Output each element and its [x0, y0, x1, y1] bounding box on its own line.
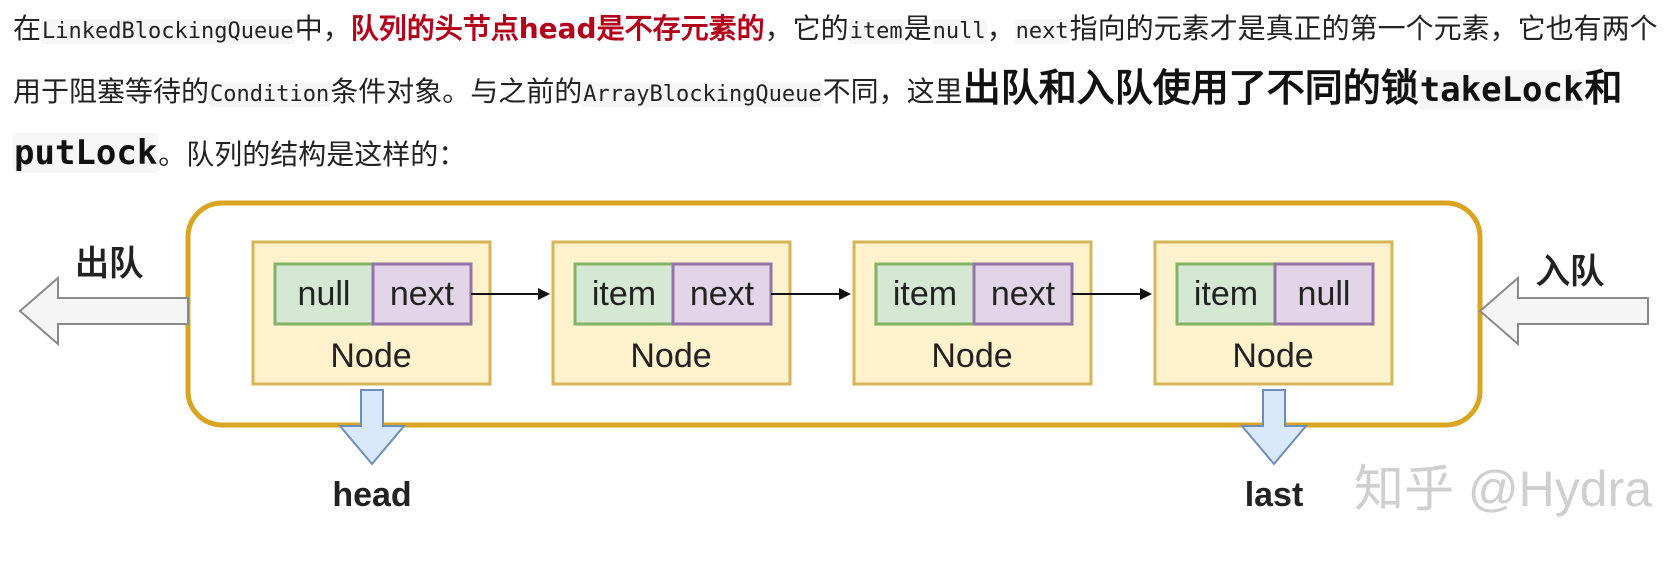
text: 和 [1584, 66, 1623, 110]
enqueue-arrow [1478, 275, 1649, 347]
node-3: item next Node [852, 240, 1093, 386]
code-putlock: putLock [13, 133, 159, 173]
node-4: item null Node [1153, 240, 1394, 386]
node-1-caption: Node [330, 337, 411, 375]
code-item: item [848, 19, 904, 44]
head-label: head [332, 476, 411, 514]
node-2: item next Node [551, 240, 792, 386]
code-condition: Condition [209, 82, 331, 107]
text: 出队和入队使用了不同的锁 [962, 66, 1419, 110]
watermark: 知乎 @Hydra [1354, 461, 1652, 517]
node-2-left-field: item [592, 275, 656, 313]
node-4-left-field: item [1194, 275, 1258, 313]
queue-diagram: 出队 入队 null next Node item next Node item… [18, 200, 1652, 517]
node-1-right-field: next [390, 275, 455, 313]
head-pointer-arrow [337, 389, 407, 466]
dequeue-arrow [18, 275, 189, 347]
text: 是 [903, 12, 932, 45]
last-label: last [1245, 476, 1304, 514]
code-null: null [931, 19, 987, 44]
node-1-left-field: null [298, 275, 351, 313]
node-2-right-field: next [690, 275, 755, 313]
highlight-text: 队列的头节点head是不存元素的 [350, 12, 765, 45]
code-arrayblockingqueue: ArrayBlockingQueue [582, 82, 823, 107]
text: 。队列的结构是这样的： [158, 138, 467, 171]
node-3-left-field: item [893, 275, 957, 313]
intro-paragraph: 在LinkedBlockingQueue中，队列的头节点head是不存元素的，它… [13, 0, 1663, 183]
code-takelock: takeLock [1418, 70, 1585, 110]
text: 不同，这里 [822, 75, 963, 108]
last-pointer-arrow [1239, 389, 1309, 466]
code-linkedblockingqueue: LinkedBlockingQueue [41, 19, 295, 44]
node-2-caption: Node [630, 337, 711, 375]
text: 中， [294, 12, 351, 45]
text: ，它的 [764, 12, 849, 45]
emphasis-text: 出队和入队使用了不同的锁takeLock和 putLock [13, 66, 1622, 173]
node-3-caption: Node [931, 337, 1012, 375]
node-1: null next Node [251, 240, 492, 386]
text: 指向的元素才是真正的第一个元素，它也有两个用于阻塞等待的 [13, 12, 1658, 108]
text: 条件对象。与之前的 [330, 75, 583, 108]
node-3-right-field: next [991, 275, 1056, 313]
enqueue-label: 入队 [1536, 252, 1605, 292]
dequeue-label: 出队 [75, 244, 144, 284]
node-4-right-field: null [1298, 275, 1351, 313]
code-next: next [1014, 19, 1070, 44]
text: 在 [13, 12, 42, 45]
text: ， [986, 12, 1015, 45]
node-4-caption: Node [1232, 337, 1313, 375]
